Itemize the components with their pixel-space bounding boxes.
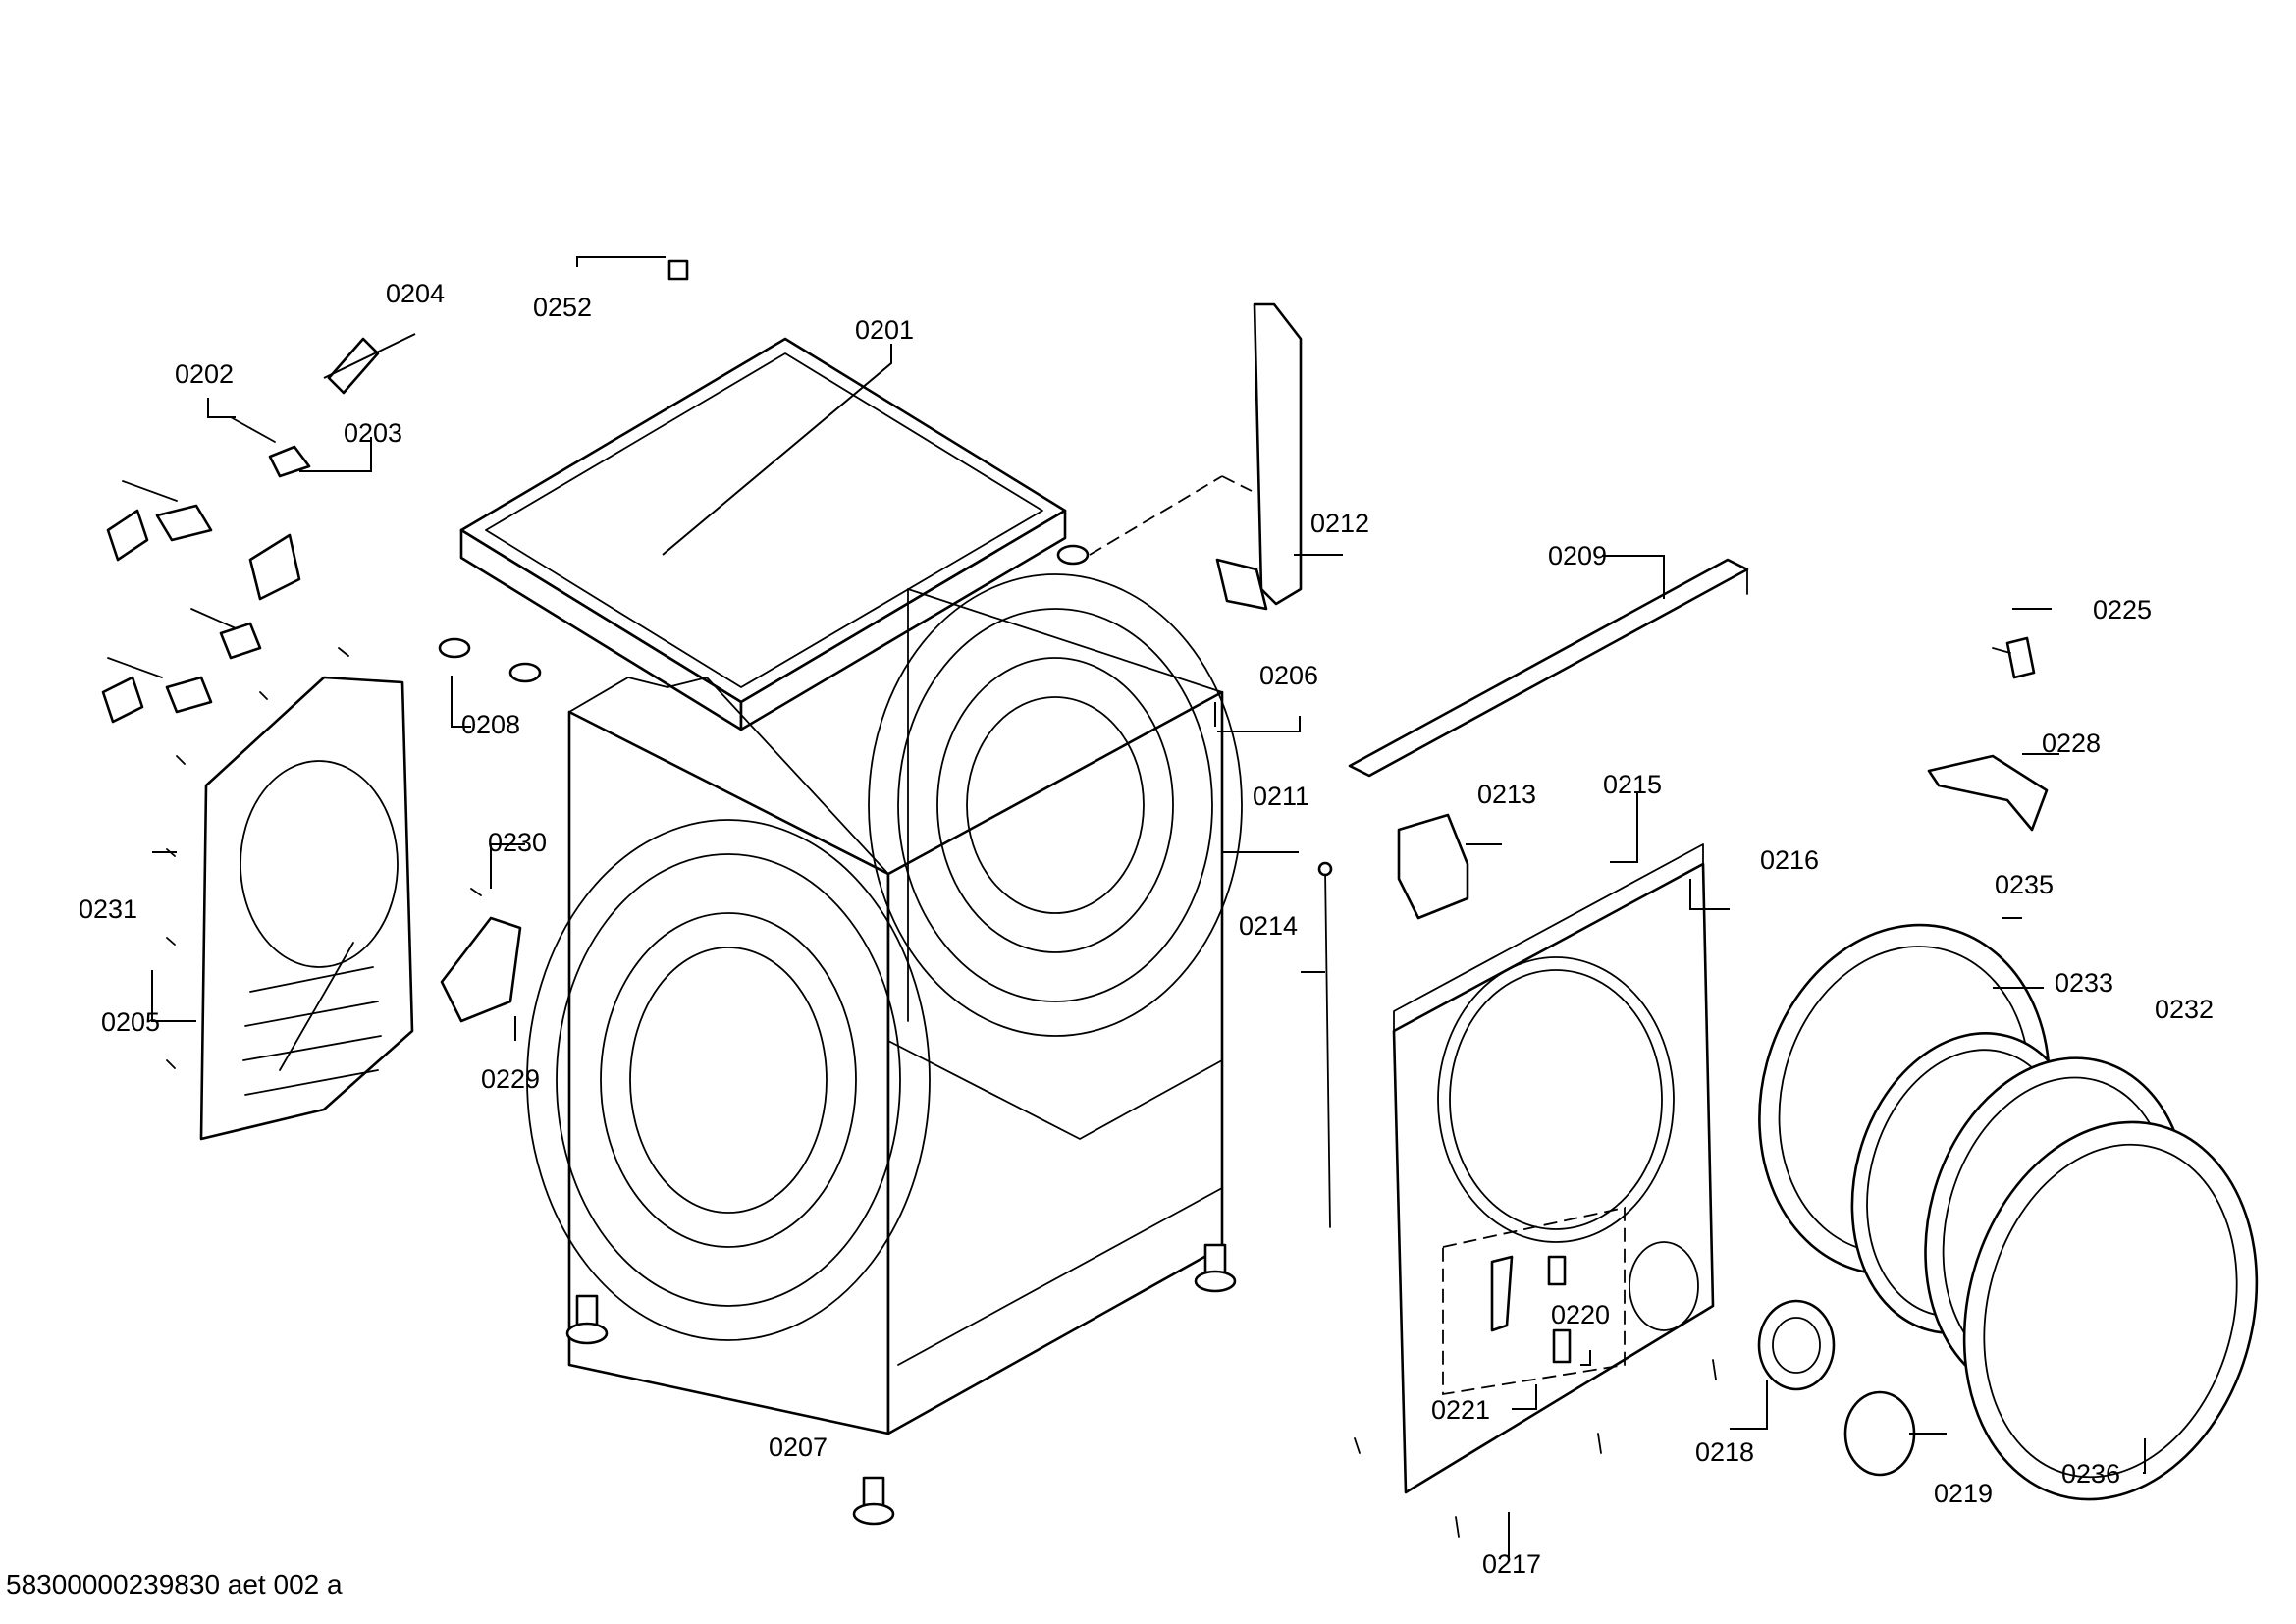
label-0209: 0209 [1548,541,1607,570]
label-0252: 0252 [533,293,592,322]
label-0216: 0216 [1760,845,1819,875]
label-0201: 0201 [855,315,914,345]
lock-parts [1490,1255,1572,1364]
label-0230: 0230 [488,828,547,857]
label-0233: 0233 [2055,968,2113,998]
adjustable-foot [565,1243,1237,1526]
label-0204: 0204 [386,279,445,308]
label-0219: 0219 [1934,1479,1993,1508]
rod-0214 [1317,861,1333,1228]
label-0231: 0231 [79,894,137,924]
label-0217: 0217 [1482,1549,1541,1579]
door-rings [1758,923,2259,1501]
side-panel-rings [526,573,1243,1341]
label-0206: 0206 [1259,661,1318,690]
label-0214: 0214 [1239,911,1298,941]
front-screws [1354,1359,1717,1538]
cabinet-frame [526,573,1243,1526]
leader-lines [151,256,2146,1561]
handle-0228 [1927,754,2049,832]
cover-0219 [1843,1390,1916,1477]
label-0208: 0208 [461,710,520,739]
label-0215: 0215 [1603,770,1662,799]
label-0220: 0220 [1551,1300,1610,1329]
label-0205: 0205 [101,1007,160,1037]
label-0218: 0218 [1695,1437,1754,1467]
rear-panel [199,676,414,1141]
label-0203: 0203 [344,418,402,448]
hinge-parts [101,337,380,724]
label-0207: 0207 [769,1433,828,1462]
label-0202: 0202 [175,359,234,389]
label-0221: 0221 [1431,1395,1490,1425]
front-panel-0216 [1392,843,1715,1494]
label-0235: 0235 [1995,870,2054,899]
switch-0225 [1992,636,2036,679]
plug-0252 [667,259,689,281]
label-0232: 0232 [2155,995,2214,1024]
label-0212: 0212 [1310,509,1369,538]
document-id: 58300000239830 aet 002 a [6,1569,343,1599]
rail-0209 [1348,558,1749,778]
side-rail-0212 [1215,302,1303,611]
control-module-0213 [1397,813,1469,920]
bracket-0229 [440,916,522,1023]
top-cover-panel [459,337,1067,731]
label-0229: 0229 [481,1064,540,1094]
label-0236: 0236 [2061,1459,2120,1489]
pump-0218 [1757,1299,1836,1391]
grommets-0208 [438,544,1090,683]
part-labels: 0252 0204 0202 0203 0201 0212 0209 0225 … [79,279,2214,1579]
label-0228: 0228 [2042,729,2101,758]
label-0211: 0211 [1253,782,1309,811]
label-0213: 0213 [1477,780,1536,809]
label-0225: 0225 [2093,595,2152,624]
